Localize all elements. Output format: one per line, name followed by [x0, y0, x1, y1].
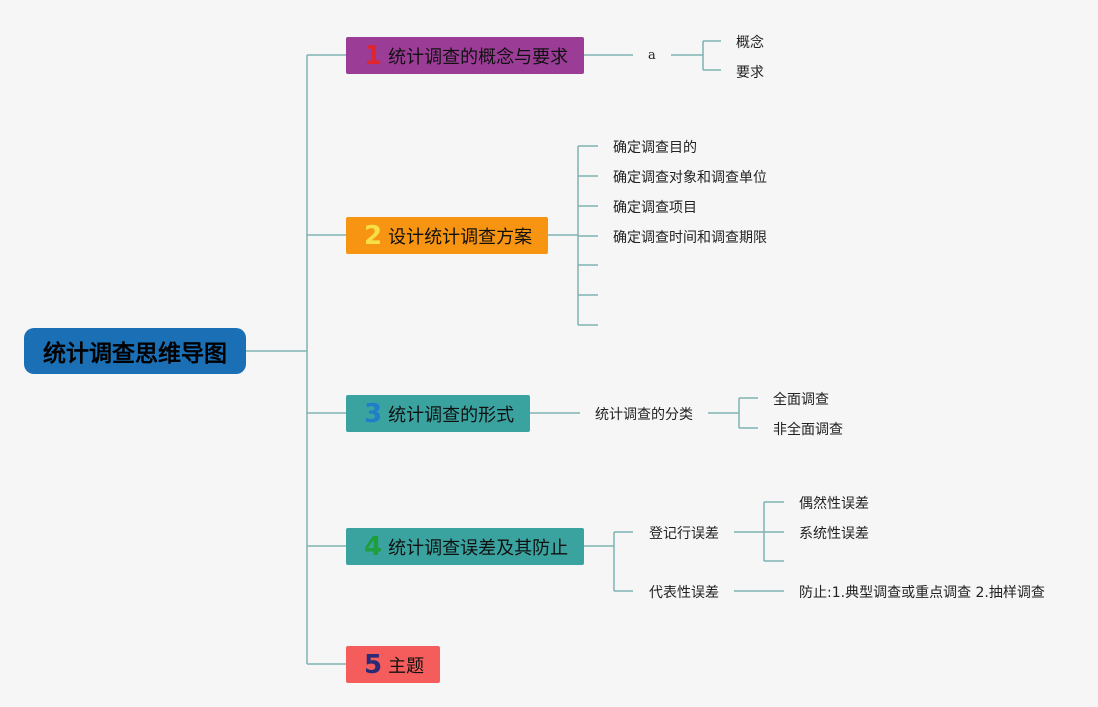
branch-1-number: 1 — [364, 40, 383, 71]
branch-1-label: 统计调查的概念与要求 — [388, 46, 569, 68]
branch-3-subtopic[interactable]: 统计调查的分类 — [595, 407, 693, 423]
branch-4-subtopic-registration[interactable]: 登记行误差 — [649, 526, 719, 542]
leaf-items[interactable]: 确定调查项目 — [613, 200, 697, 216]
leaf-random-error[interactable]: 偶然性误差 — [799, 496, 869, 512]
root-topic[interactable]: 统计调查思维导图 — [24, 328, 246, 374]
leaf-partial-survey[interactable]: 非全面调查 — [773, 422, 843, 438]
leaf-systematic-error[interactable]: 系统性误差 — [799, 526, 869, 542]
leaf-time-period[interactable]: 确定调查时间和调查期限 — [613, 230, 767, 246]
leaf-full-survey[interactable]: 全面调查 — [773, 392, 829, 408]
branch-4-number: 4 — [364, 531, 383, 562]
branch-2-label: 设计统计调查方案 — [388, 226, 533, 248]
branch-2-number: 2 — [364, 220, 383, 251]
leaf-purpose[interactable]: 确定调查目的 — [613, 140, 697, 156]
branch-5-number: 5 — [364, 649, 383, 680]
branch-2-topic[interactable]: 2 设计统计调查方案 — [346, 217, 548, 254]
branch-5-topic[interactable]: 5 主题 — [346, 646, 440, 683]
branch-3-number: 3 — [364, 398, 383, 429]
leaf-concept[interactable]: 概念 — [736, 35, 764, 51]
leaf-prevention[interactable]: 防止:1.典型调查或重点调查 2.抽样调查 — [799, 585, 1045, 601]
branch-3-label: 统计调查的形式 — [388, 404, 515, 426]
branch-4-label: 统计调查误差及其防止 — [388, 537, 569, 559]
branch-4-topic[interactable]: 4 统计调查误差及其防止 — [346, 528, 584, 565]
branch-1-subtopic[interactable]: a — [648, 48, 656, 63]
branch-4-subtopic-representative[interactable]: 代表性误差 — [649, 585, 719, 601]
root-topic-label: 统计调查思维导图 — [43, 341, 227, 367]
leaf-requirement[interactable]: 要求 — [736, 65, 764, 81]
leaf-object-unit[interactable]: 确定调查对象和调查单位 — [613, 170, 767, 186]
branch-5-label: 主题 — [388, 655, 425, 677]
branch-3-topic[interactable]: 3 统计调查的形式 — [346, 395, 530, 432]
branch-1-topic[interactable]: 1 统计调查的概念与要求 — [346, 37, 584, 74]
